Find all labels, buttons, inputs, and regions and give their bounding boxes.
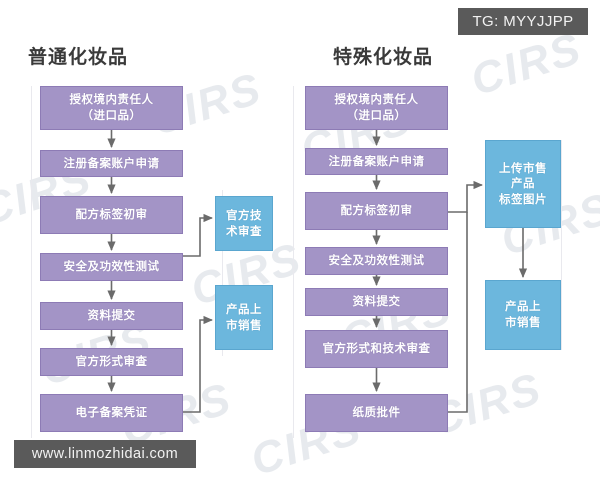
node-label-line2: （进口品） — [346, 108, 407, 122]
page-title-special: 特殊化妆品 — [333, 46, 434, 68]
node-special-step-4[interactable]: 安全及功效性测试 — [305, 247, 448, 275]
arrow-special-to-upload-label — [448, 180, 483, 213]
node-label: 资料提交 — [352, 294, 401, 309]
node-ordinary-step-2[interactable]: 注册备案账户申请 — [40, 150, 183, 177]
node-label-line2: 市销售 — [505, 315, 541, 329]
node-ordinary-side-product-sale[interactable]: 产品上 市销售 — [215, 285, 273, 350]
node-label-line2: 市销售 — [226, 317, 262, 332]
node-ordinary-step-7[interactable]: 电子备案凭证 — [40, 394, 183, 432]
node-special-step-2[interactable]: 注册备案账户申请 — [305, 148, 448, 175]
node-ordinary-step-3[interactable]: 配方标签初审 — [40, 196, 183, 234]
node-label-line1: 产品上 — [226, 301, 262, 316]
node-label: 注册备案账户申请 — [63, 155, 160, 170]
node-label-line2: （进口品） — [81, 108, 142, 122]
arrow-ordinary-to-official-review — [183, 213, 213, 257]
node-label: 安全及功效性测试 — [63, 259, 160, 274]
node-label: 官方形式审查 — [75, 354, 148, 369]
node-ordinary-step-4[interactable]: 安全及功效性测试 — [40, 253, 183, 281]
node-label-line1: 授权境内责任人 — [69, 92, 154, 107]
page-title-ordinary: 普通化妆品 — [28, 46, 129, 68]
node-label-line1: 产品上 — [505, 299, 541, 314]
arrow-ordinary-to-product-sale — [183, 315, 213, 413]
status-badge-site: www.linmozhidai.com — [14, 440, 196, 468]
divider-line — [31, 86, 32, 438]
node-ordinary-step-5[interactable]: 资料提交 — [40, 302, 183, 330]
node-label: 纸质批件 — [352, 405, 401, 420]
node-label-line1: 上传市售 — [499, 160, 547, 175]
divider-line — [222, 190, 223, 356]
node-label: 配方标签初审 — [75, 207, 148, 222]
node-ordinary-step-6[interactable]: 官方形式审查 — [40, 348, 183, 376]
status-badge-tg: TG: MYYJJPP — [458, 8, 588, 35]
line-special-paper-to-riser — [448, 212, 468, 413]
node-special-step-5[interactable]: 资料提交 — [305, 288, 448, 316]
node-special-step-7[interactable]: 纸质批件 — [305, 394, 448, 432]
node-ordinary-step-1[interactable]: 授权境内责任人 （进口品） — [40, 86, 183, 130]
node-label-line1: 授权境内责任人 — [334, 92, 419, 107]
node-label-line2: 术审查 — [226, 223, 262, 238]
divider-line — [293, 86, 294, 438]
node-label-line3: 标签图片 — [499, 191, 547, 206]
node-label: 电子备案凭证 — [75, 405, 148, 420]
divider-line — [561, 140, 562, 350]
node-label: 资料提交 — [87, 308, 136, 323]
node-label: 注册备案账户申请 — [328, 153, 425, 168]
node-label: 官方形式和技术审查 — [322, 341, 431, 356]
node-special-step-3[interactable]: 配方标签初审 — [305, 192, 448, 230]
node-ordinary-side-official-review[interactable]: 官方技 术审查 — [215, 196, 273, 251]
node-special-side-product-sale[interactable]: 产品上 市销售 — [485, 280, 561, 350]
node-label-line1: 官方技 — [226, 207, 262, 222]
node-label: 配方标签初审 — [340, 203, 413, 218]
node-special-side-upload-label-image[interactable]: 上传市售 产品 标签图片 — [485, 140, 561, 228]
node-special-step-6[interactable]: 官方形式和技术审查 — [305, 330, 448, 368]
watermark-cirs: CIRS — [465, 23, 588, 106]
node-label-line2: 产品 — [511, 176, 535, 191]
node-special-step-1[interactable]: 授权境内责任人 （进口品） — [305, 86, 448, 130]
node-label: 安全及功效性测试 — [328, 253, 425, 268]
